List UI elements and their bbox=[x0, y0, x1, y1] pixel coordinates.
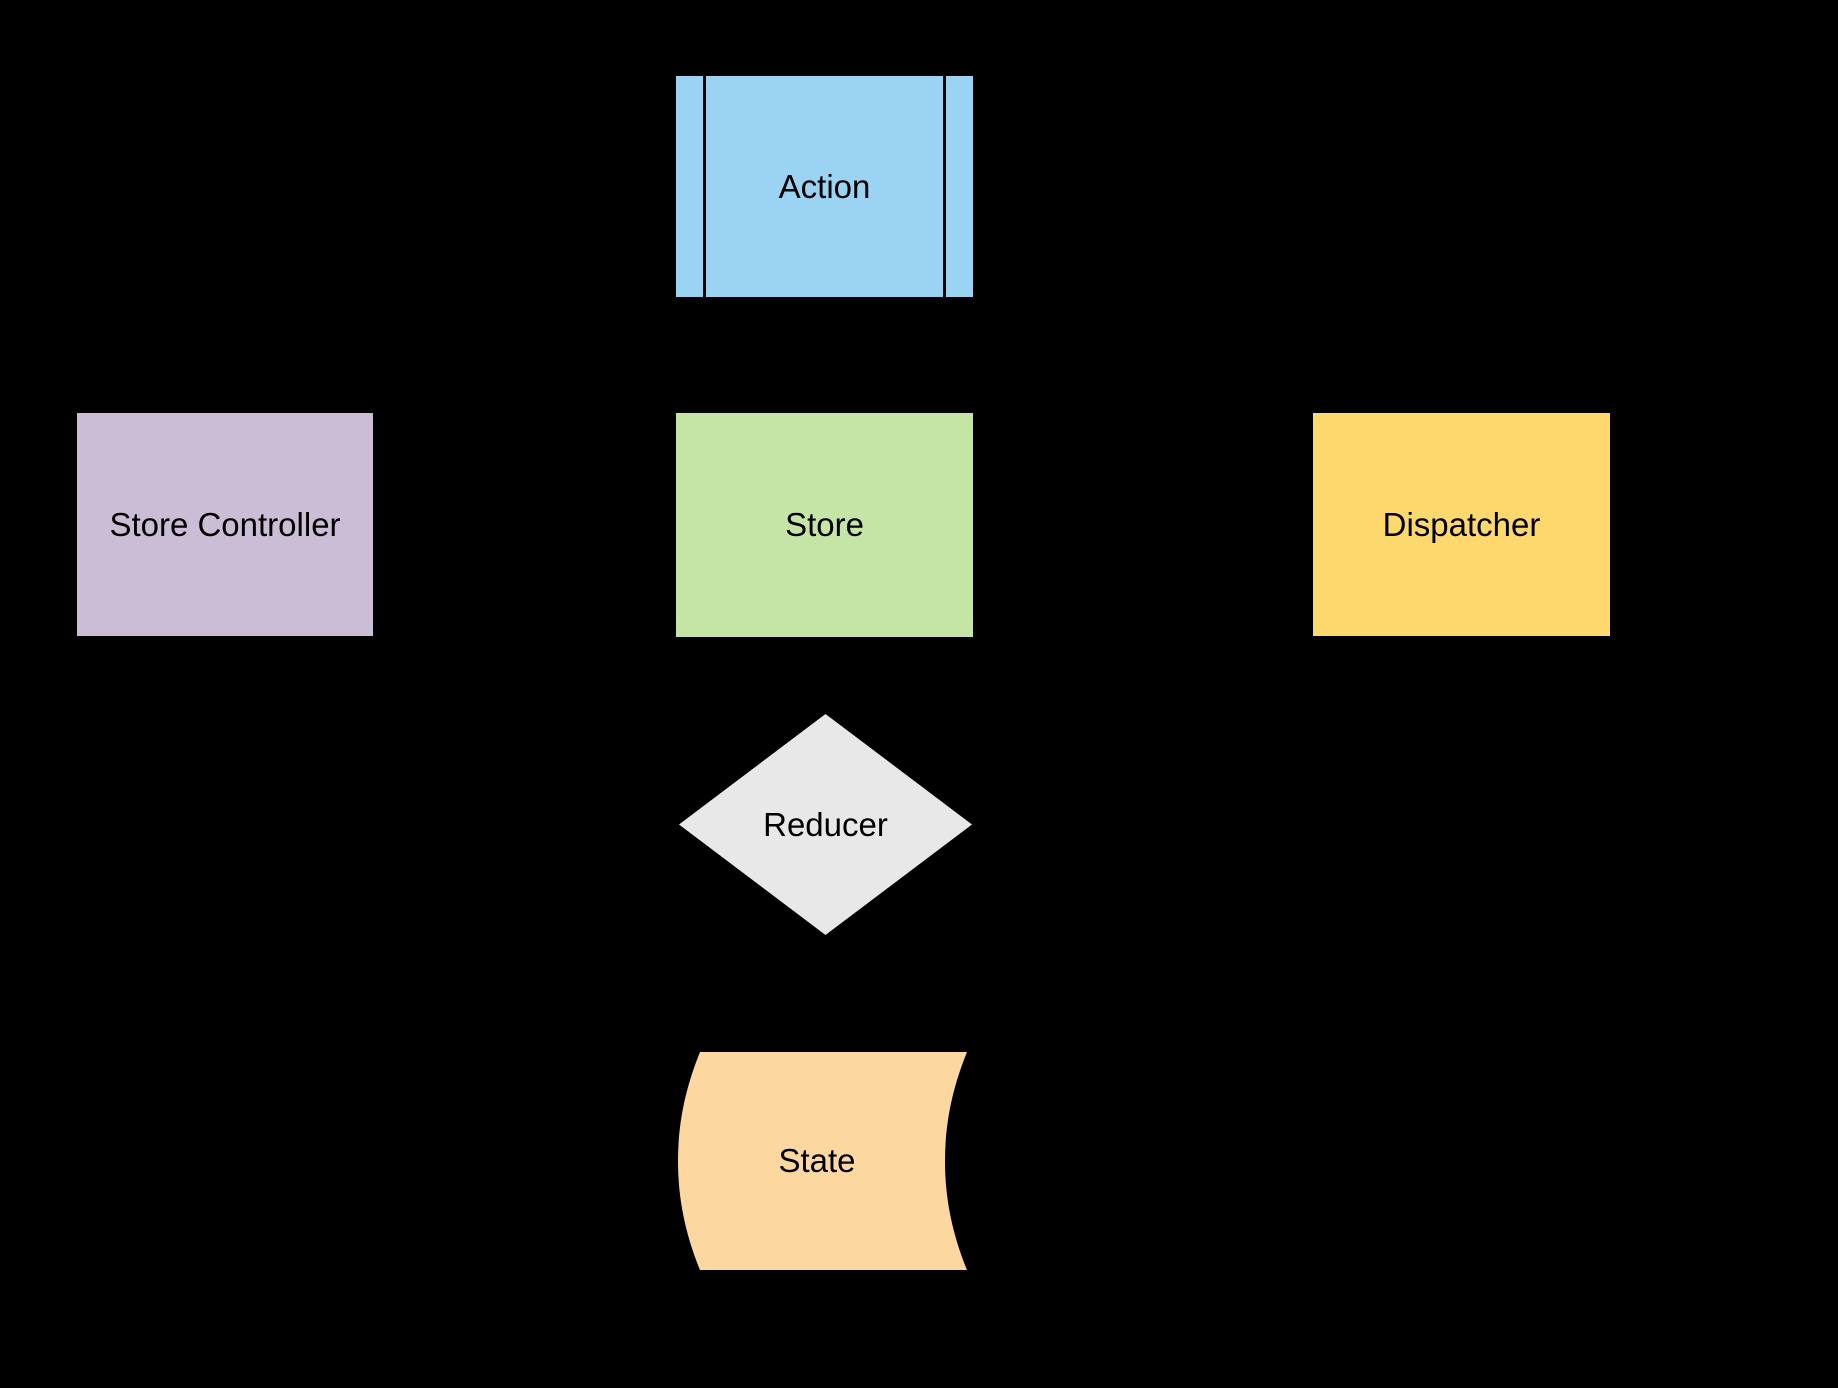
action-label: Action bbox=[778, 167, 871, 205]
store-node: Store bbox=[676, 413, 973, 637]
reducer-node: Reducer bbox=[679, 714, 972, 935]
state-node: State bbox=[676, 1050, 976, 1272]
store-controller-label: Store Controller bbox=[109, 505, 341, 543]
state-label: State bbox=[778, 1142, 856, 1180]
predefined-process-left-bar bbox=[703, 76, 706, 297]
store-controller-node: Store Controller bbox=[77, 413, 373, 636]
dispatcher-node: Dispatcher bbox=[1313, 413, 1610, 636]
state-stored-data-shape bbox=[678, 1052, 967, 1270]
reducer-label: Reducer bbox=[763, 805, 888, 843]
predefined-process-right-bar bbox=[943, 76, 946, 297]
dispatcher-label: Dispatcher bbox=[1382, 505, 1541, 543]
store-label: Store bbox=[785, 506, 864, 544]
reducer-diamond-shape bbox=[679, 714, 972, 935]
action-node: Action bbox=[676, 76, 973, 297]
